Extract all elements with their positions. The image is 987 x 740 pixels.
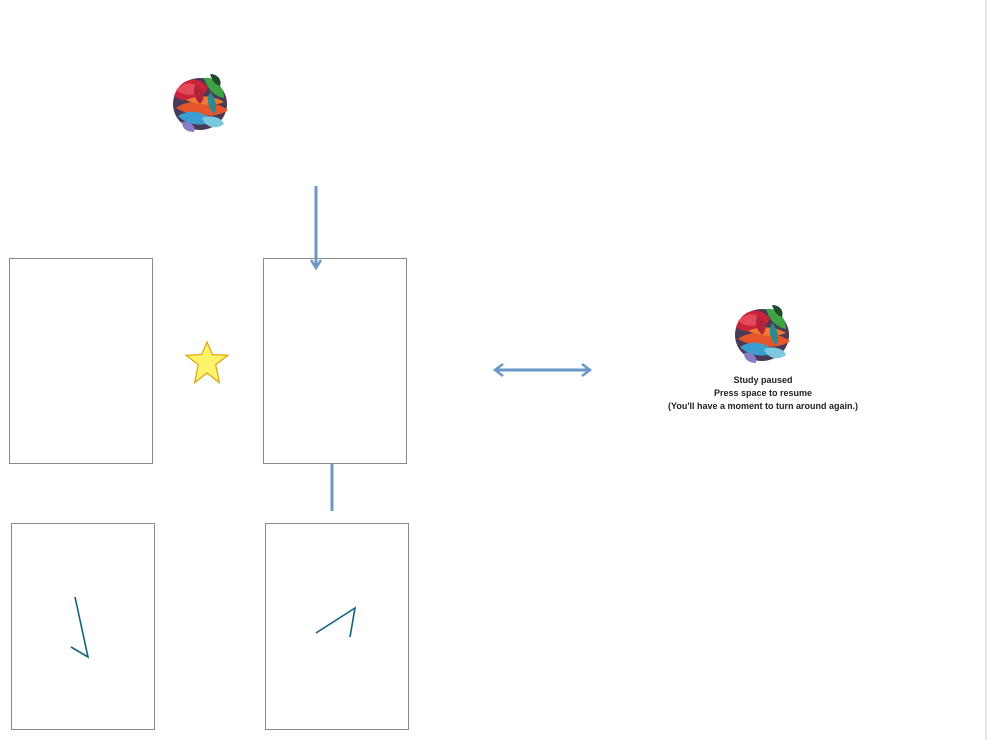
pause-note: (You'll have a moment to turn around aga… — [668, 401, 858, 411]
star-icon — [184, 340, 230, 385]
double-headed-arrow-icon — [492, 363, 593, 377]
blank-screen-box-right — [263, 258, 407, 464]
pause-instruction: Press space to resume — [713, 388, 813, 398]
stimulus-line-left — [70, 596, 90, 659]
stimulus-line-right — [315, 606, 357, 638]
stimulus-screen-box-right — [265, 523, 409, 730]
down-arrow-into-box — [309, 186, 323, 271]
pause-title: Study paused — [733, 375, 793, 385]
attention-getter-ribbon-icon-pause — [735, 305, 790, 363]
attention-getter-ribbon-icon-top — [173, 74, 228, 132]
stimulus-screen-box-left — [11, 523, 155, 730]
blank-screen-box-left — [9, 258, 153, 464]
right-edge-line — [985, 0, 987, 740]
